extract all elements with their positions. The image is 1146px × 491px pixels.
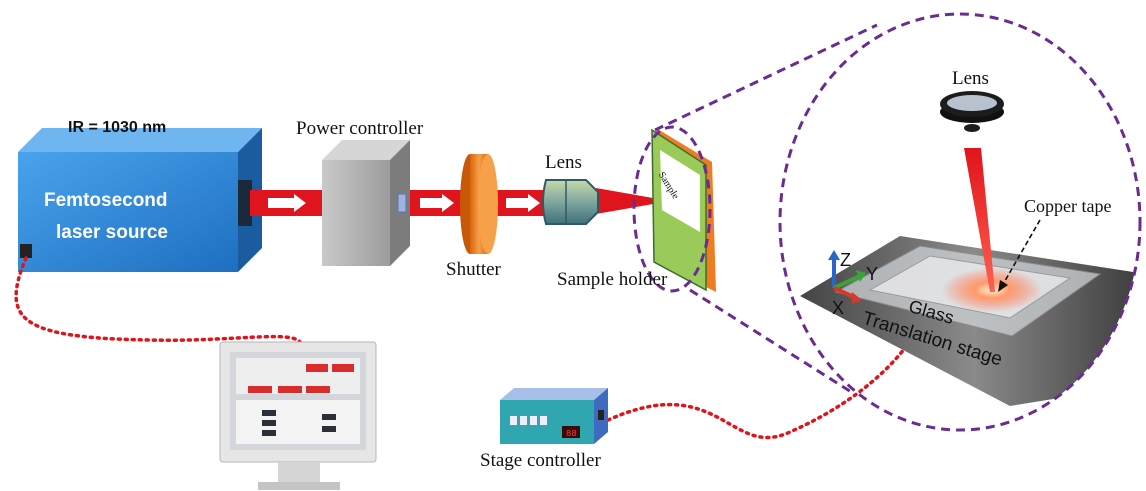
sample-holder-label: Sample holder	[557, 269, 668, 290]
inset-lens-label: Lens	[952, 68, 989, 89]
svg-text:88: 88	[566, 429, 577, 439]
axis-x-label: X	[832, 298, 845, 318]
stage-cable	[606, 346, 907, 440]
power-controller-icon	[322, 140, 410, 266]
axis-triad-icon	[828, 250, 866, 304]
laser-source-label-line1: Femtosecond	[44, 190, 168, 211]
laser-source-label-line2: laser source	[56, 222, 168, 243]
copper-tape-pointer	[998, 219, 1041, 292]
computer-monitor-icon	[219, 341, 377, 490]
stage-controller-label: Stage controller	[480, 450, 601, 471]
shutter-label: Shutter	[446, 259, 501, 280]
axis-z-label: Z	[840, 250, 851, 270]
copper-tape-label: Copper tape	[1024, 196, 1112, 216]
lens-icon	[542, 179, 599, 225]
laser-source-icon	[18, 128, 262, 272]
lens-label: Lens	[545, 152, 582, 173]
stage-controller-icon: 88	[500, 388, 608, 444]
sample-holder-icon	[651, 128, 716, 292]
power-controller-label: Power controller	[296, 118, 424, 139]
laser-cable	[14, 256, 302, 344]
inset-view	[632, 12, 1142, 432]
wavelength-label: IR = 1030 nm	[68, 119, 167, 136]
laser-beam	[250, 188, 670, 216]
axis-y-label: Y	[866, 264, 879, 284]
shutter-icon	[460, 154, 498, 254]
